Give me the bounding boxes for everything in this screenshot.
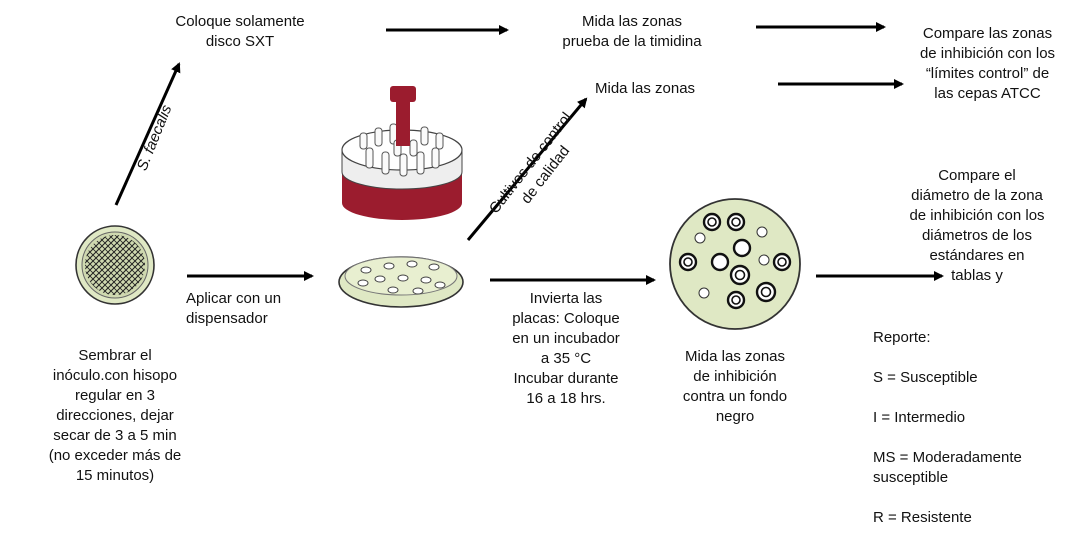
diagram-graphics [75, 22, 944, 330]
step-inoculate: Sembrar el inóculo.con hisopo regular en… [48, 347, 182, 484]
inoculated-plate-icon [75, 225, 155, 305]
step-measure-black-bg: Mida las zonas de inhibición contra un f… [682, 348, 788, 425]
incubated-plate-icon [669, 198, 801, 330]
step-sxt-disk: Coloque solamente disco SXT [175, 13, 305, 50]
report-intermediate: I = Intermedio [873, 409, 966, 426]
report-title: Reporte: [873, 329, 931, 346]
step-compare-limits: Compare las zonas de inhibición con los … [919, 25, 1056, 102]
step-apply-dispenser: Aplicar con un dispensador [186, 290, 282, 327]
arrow-to-sfaecalis-step [114, 62, 181, 206]
disk-dispenser-icon [341, 86, 463, 220]
step-compare-diameter: Compare el diámetro de la zona de inhibi… [909, 167, 1045, 284]
arrow-to-qc [466, 97, 588, 241]
plate-with-disks-icon [338, 256, 464, 308]
report-block: Reporte: S = Susceptible I = Intermedio … [873, 308, 1078, 548]
report-moderately-susceptible: MS = Moderadamente susceptible [873, 449, 1022, 486]
step-measure-timidina: Mida las zonas prueba de la timidina [562, 13, 702, 50]
flow-diagram: Coloque solamente disco SXT Mida las zon… [48, 13, 1056, 526]
report-susceptible: S = Susceptible [873, 369, 978, 386]
step-qc-measure: Mida las zonas [595, 80, 696, 97]
report-resistant: R = Resistente [873, 509, 972, 526]
step-invert-incubate: Invierta las placas: Coloque en un incub… [512, 290, 620, 407]
